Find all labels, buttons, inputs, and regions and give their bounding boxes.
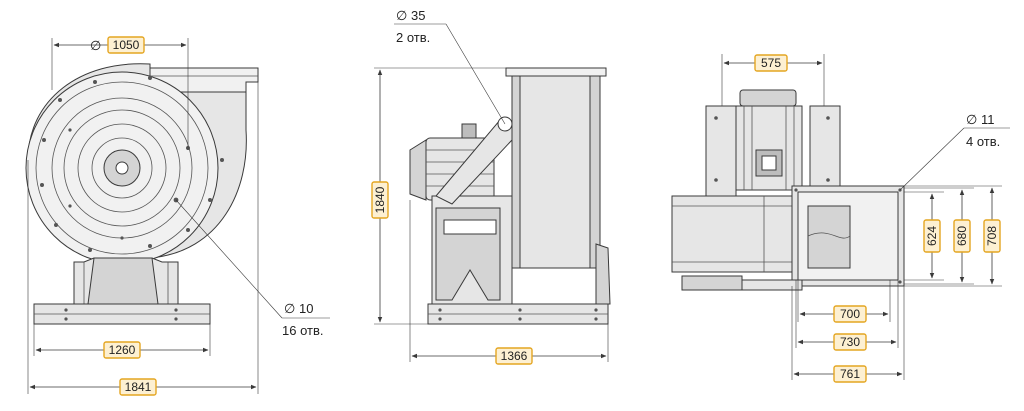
- volute-bolts: [40, 76, 224, 252]
- top-hole-count: 4 отв.: [966, 134, 1000, 149]
- svg-text:575: 575: [761, 56, 781, 70]
- top-dim-761: 761: [833, 365, 867, 383]
- side-hole-count: 2 отв.: [396, 30, 430, 45]
- front-dim-1260: 1260: [103, 341, 141, 359]
- side-hole-diameter: 35: [411, 8, 425, 23]
- top-hole-diameter-symbol: ∅: [966, 113, 977, 128]
- side-hole-diameter-symbol: ∅: [396, 9, 407, 24]
- top-dim-680: 680: [953, 219, 971, 253]
- front-top-diameter-symbol: ∅: [90, 39, 101, 54]
- svg-text:1050: 1050: [113, 38, 140, 52]
- top-dim-708: 708: [983, 219, 1001, 253]
- svg-text:1840: 1840: [373, 186, 387, 213]
- svg-text:1366: 1366: [501, 349, 528, 363]
- front-hole-diameter: 10: [299, 301, 313, 316]
- top-dim-730: 730: [833, 333, 867, 351]
- top-view: 575 624 680 708: [671, 54, 1010, 383]
- front-view: ∅ 1050 1260 1841 ∅ 10 16 отв.: [25, 36, 330, 396]
- side-view: 1840 1366 ∅ 35 2 отв.: [371, 8, 611, 365]
- front-dim-1050: 1050: [107, 36, 145, 54]
- top-dim-700: 700: [833, 305, 867, 323]
- svg-text:708: 708: [985, 226, 999, 246]
- top-dim-575: 575: [754, 54, 788, 72]
- svg-text:761: 761: [840, 367, 860, 381]
- side-dim-1366: 1366: [495, 347, 533, 365]
- svg-text:680: 680: [955, 226, 969, 246]
- top-hole-diameter: 11: [981, 112, 995, 127]
- svg-text:700: 700: [840, 307, 860, 321]
- top-dim-624: 624: [923, 219, 941, 253]
- svg-text:624: 624: [925, 226, 939, 246]
- svg-text:730: 730: [840, 335, 860, 349]
- front-hole-count: 16 отв.: [282, 323, 324, 338]
- svg-text:1841: 1841: [125, 380, 152, 394]
- front-dim-1841: 1841: [119, 378, 157, 396]
- side-dim-1840: 1840: [371, 181, 389, 219]
- front-hole-diameter-symbol: ∅: [284, 302, 295, 317]
- svg-text:1260: 1260: [109, 343, 136, 357]
